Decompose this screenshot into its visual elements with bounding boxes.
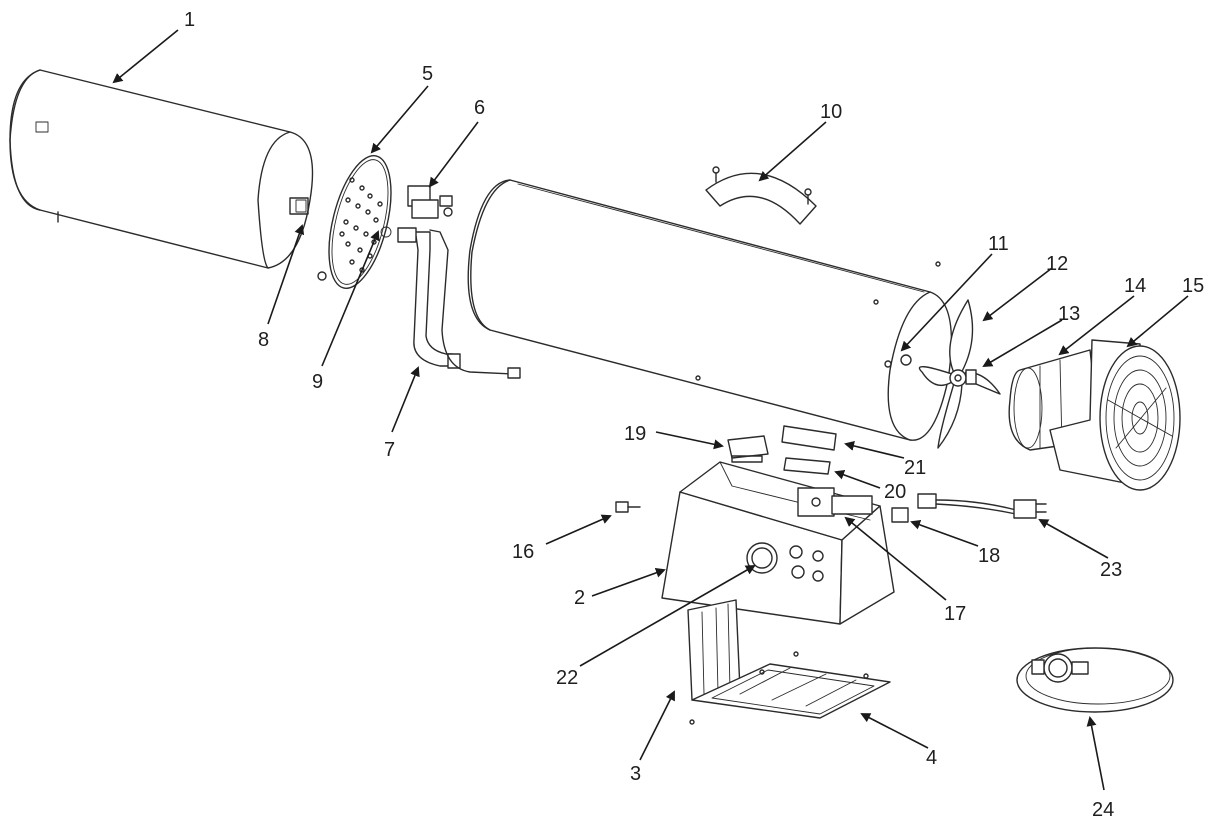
callout-15: 15 (1182, 275, 1204, 297)
part-7-gas-tube (397, 227, 521, 379)
callout-3: 3 (630, 763, 641, 785)
callout-6: 6 (474, 97, 485, 119)
part-23-power-cord (917, 493, 1047, 519)
callout-18: 18 (978, 545, 1000, 567)
callout-labels: 1 2 3 4 5 6 7 8 9 10 11 12 13 14 15 16 1… (184, 9, 1204, 821)
leader-11 (900, 253, 993, 352)
callout-20: 20 (884, 481, 906, 503)
callout-7: 7 (384, 439, 395, 461)
callout-11: 11 (988, 233, 1009, 255)
part-18-fitting (891, 507, 909, 523)
part-24-regulator-hose (1016, 647, 1174, 713)
part-2-control-box (661, 461, 895, 625)
callout-17: 17 (944, 603, 966, 625)
callout-24: 24 (1092, 799, 1114, 821)
part-12-fan-blade (918, 299, 1001, 449)
part-21-cover-plate (781, 425, 837, 451)
part-15-fan-guard (1049, 339, 1181, 491)
part-17-valve (797, 487, 873, 517)
leader-21 (844, 441, 905, 459)
part-6-igniter-bracket (407, 185, 453, 219)
leader-6 (428, 121, 479, 188)
part-13-fan-hub (949, 369, 977, 387)
leader-7 (391, 366, 420, 433)
callout-12: 12 (1046, 253, 1068, 275)
leader-10 (758, 121, 827, 182)
callout-21: 21 (904, 457, 926, 479)
part-10-handle (705, 166, 817, 225)
part-3-base-frame (687, 599, 741, 701)
leader-19 (655, 431, 724, 450)
leader-5 (370, 85, 429, 154)
leader-14 (1058, 295, 1135, 356)
callout-23: 23 (1100, 559, 1122, 581)
leader-12 (982, 267, 1053, 322)
callout-10: 10 (820, 101, 842, 123)
callout-16: 16 (512, 541, 534, 563)
leader-16 (545, 514, 612, 545)
leader-17 (844, 516, 947, 601)
leader-18 (910, 520, 979, 547)
callout-4: 4 (926, 747, 937, 769)
callout-1: 1 (184, 9, 195, 31)
callout-9: 9 (312, 371, 323, 393)
callout-2: 2 (574, 587, 585, 609)
leader-15 (1126, 295, 1189, 348)
leader-4 (860, 713, 929, 749)
leader-9 (321, 230, 380, 367)
leader-3 (639, 690, 675, 761)
callout-14: 14 (1124, 275, 1146, 297)
leader-13 (982, 319, 1063, 368)
part-5-burner-plate (317, 154, 392, 290)
callout-leaders (112, 29, 1189, 791)
leader-24 (1086, 716, 1105, 791)
callout-8: 8 (258, 329, 269, 351)
callout-22: 22 (556, 667, 578, 689)
main-housing-cylinder (467, 179, 953, 441)
callout-5: 5 (422, 63, 433, 85)
callout-19: 19 (624, 423, 646, 445)
callout-13: 13 (1058, 303, 1080, 325)
part-16-knob (615, 501, 641, 513)
leader-2 (591, 568, 666, 597)
leader-8 (267, 224, 305, 325)
part-4-base-plate (689, 651, 891, 725)
part-1-rear-shell (9, 69, 314, 269)
part-20-plate (783, 457, 831, 475)
leader-22 (579, 565, 756, 667)
leader-23 (1038, 519, 1109, 559)
leader-1 (112, 29, 179, 84)
part-19-bracket (727, 435, 769, 463)
leader-20 (834, 470, 881, 489)
